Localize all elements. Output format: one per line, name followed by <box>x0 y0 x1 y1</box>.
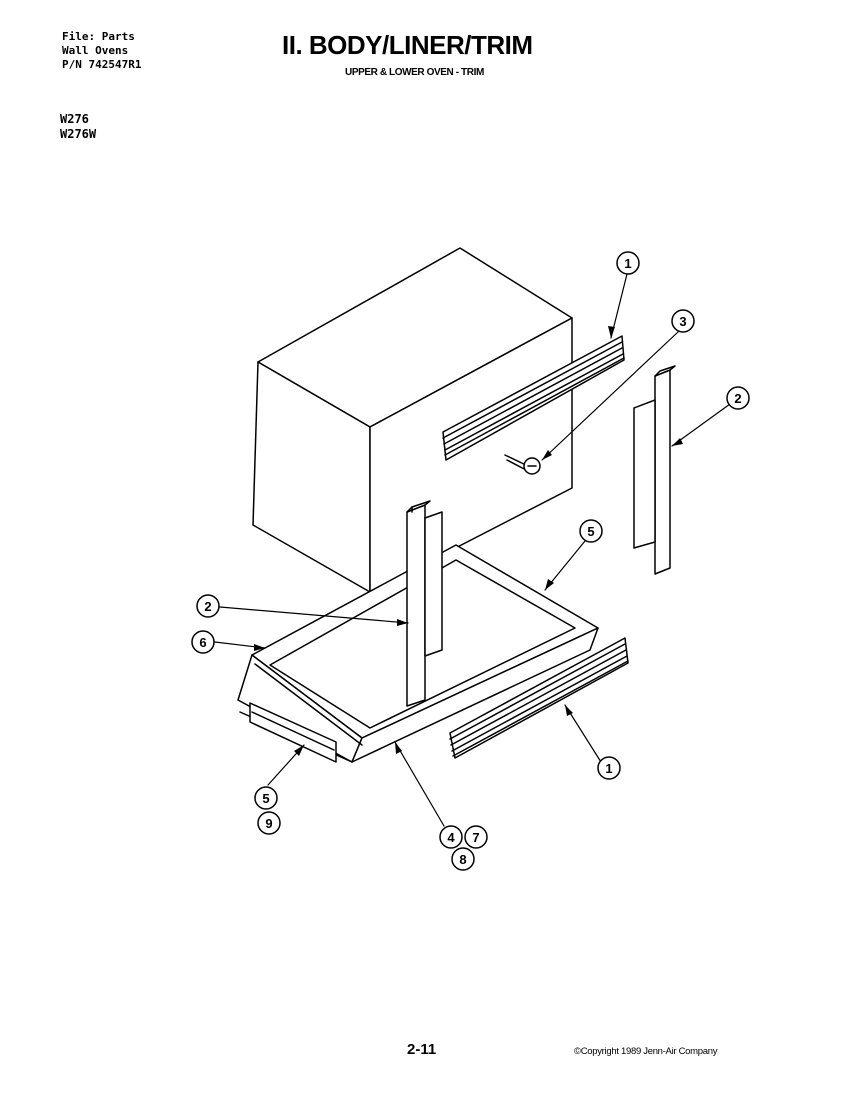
svg-text:2: 2 <box>734 391 741 406</box>
callout-5-right: 5 <box>579 519 603 543</box>
file-line: P/N 742547R1 <box>62 58 142 71</box>
callout-8: 8 <box>451 847 475 871</box>
svg-text:3: 3 <box>679 314 686 329</box>
callout-6: 6 <box>191 630 215 654</box>
svg-text:6: 6 <box>199 635 206 650</box>
file-line: Wall Ovens <box>62 44 129 57</box>
model-number: W276W <box>60 127 97 141</box>
trim-extrusion-lower <box>449 637 629 759</box>
callout-5-left: 5 <box>254 786 278 810</box>
callout-1-top: 1 <box>616 251 640 275</box>
svg-text:5: 5 <box>262 791 269 806</box>
arrowheads <box>254 326 683 756</box>
model-numbers: W276 W276W <box>60 112 96 142</box>
model-number: W276 <box>60 112 89 126</box>
callout-4: 4 <box>439 825 463 849</box>
filler-strip <box>249 702 337 763</box>
oven-body <box>252 247 573 593</box>
callout-1-bottom: 1 <box>597 756 621 780</box>
callout-3: 3 <box>671 309 695 333</box>
callout-7: 7 <box>464 825 488 849</box>
trim-extrusion-upper <box>442 335 625 461</box>
vertical-trim-left <box>406 500 443 707</box>
svg-text:1: 1 <box>605 761 612 776</box>
svg-text:9: 9 <box>265 816 272 831</box>
svg-text:2: 2 <box>204 599 211 614</box>
copyright-notice: ©Copyright 1989 Jenn-Air Company <box>574 1046 718 1057</box>
callout-2-left: 2 <box>196 594 220 618</box>
file-line: File: Parts <box>62 30 135 43</box>
svg-text:1: 1 <box>624 256 631 271</box>
svg-text:7: 7 <box>472 830 479 845</box>
file-info-block: File: Parts Wall Ovens P/N 742547R1 <box>62 30 141 72</box>
vertical-trim-right <box>633 365 676 575</box>
svg-text:8: 8 <box>459 852 466 867</box>
callout-9: 9 <box>257 811 281 835</box>
callout-2-right: 2 <box>726 386 750 410</box>
svg-text:5: 5 <box>587 524 594 539</box>
screw <box>504 454 541 475</box>
page-subtitle: UPPER & LOWER OVEN - TRIM <box>345 67 484 78</box>
page-number: 2-11 <box>407 1041 437 1058</box>
page-title: II. BODY/LINER/TRIM <box>282 30 533 60</box>
svg-text:4: 4 <box>447 830 455 845</box>
